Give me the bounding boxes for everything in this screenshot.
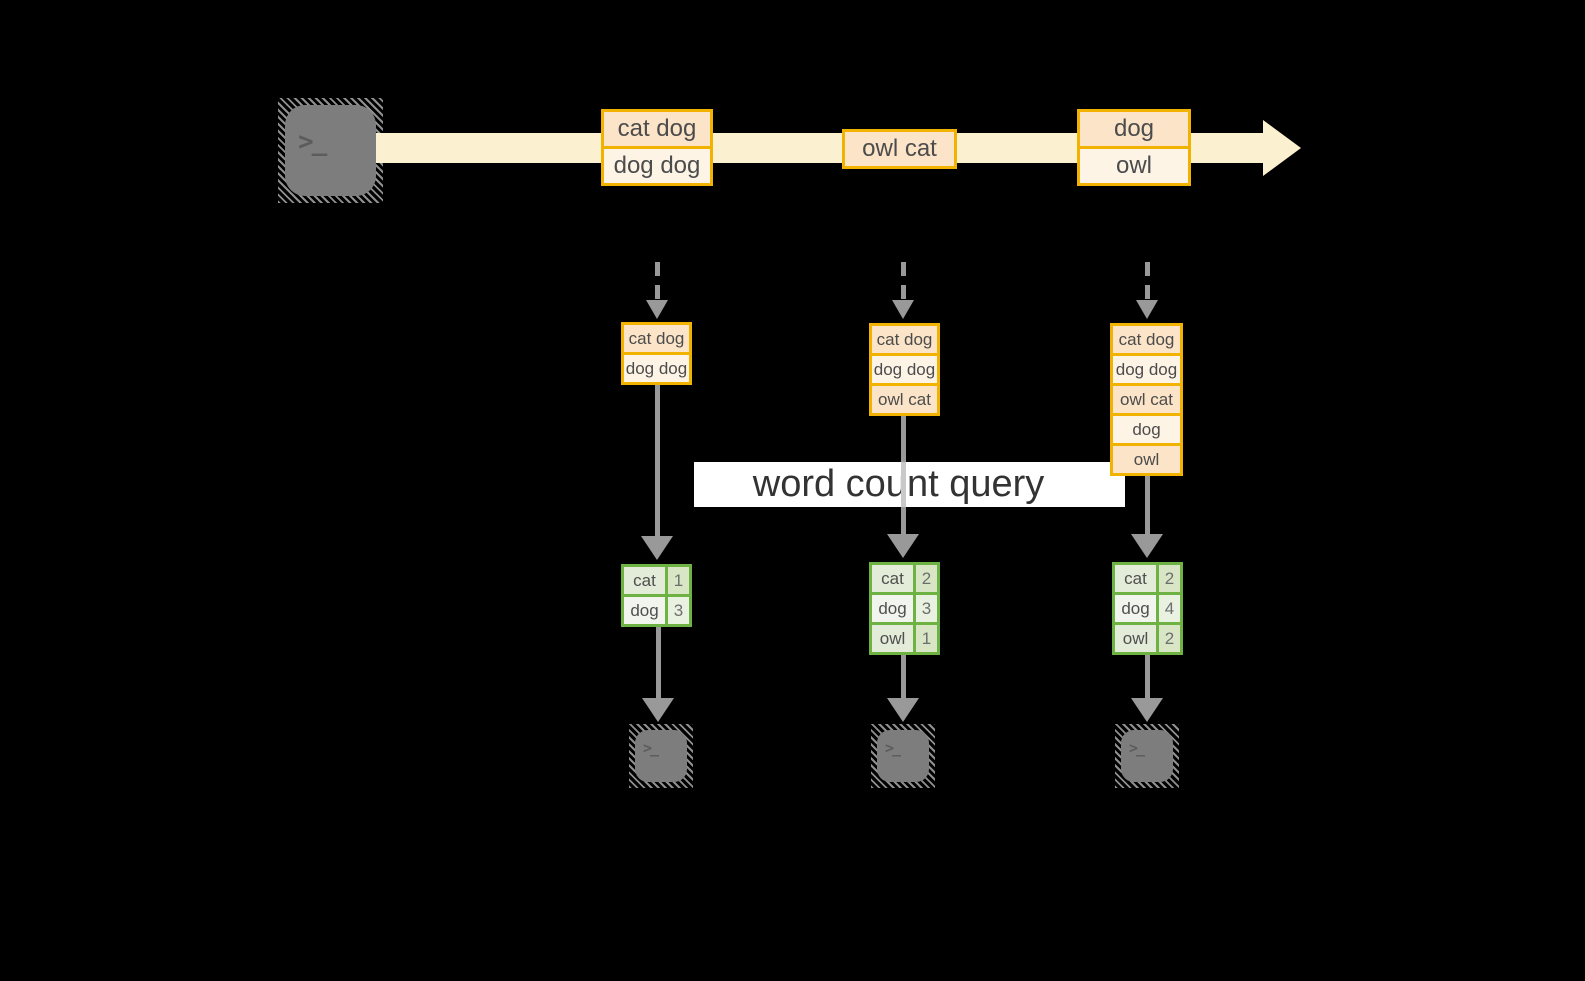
word-cell: dog (869, 592, 916, 625)
output-arrow (901, 655, 906, 698)
dashed-arrow (1145, 262, 1150, 300)
dashed-arrowhead-icon (646, 300, 668, 319)
query-arrowhead-icon (1131, 534, 1163, 558)
terminal-screen: >_ (285, 105, 376, 196)
terminal-prompt-icon: >_ (885, 739, 901, 757)
count-cell: 1 (665, 564, 692, 597)
word-cell: cat (621, 564, 668, 597)
accumulated-records-stack: cat dog dog dog owl cat dog owl (1110, 323, 1183, 476)
input-terminal-icon: >_ (278, 98, 383, 203)
table-row: cat 2 (869, 562, 940, 595)
output-arrowhead-icon (642, 698, 674, 722)
stream-record: owl cat (842, 129, 957, 169)
table-row: dog 4 (1112, 592, 1183, 625)
stream-record: dog (1110, 413, 1183, 446)
count-cell: 2 (1156, 622, 1183, 655)
terminal-screen: >_ (635, 730, 687, 782)
dashed-arrowhead-icon (892, 300, 914, 319)
query-arrow-over-banner (901, 462, 906, 507)
output-arrow (656, 627, 661, 698)
count-cell: 4 (1156, 592, 1183, 625)
stream-event-box: cat dog dog dog (601, 109, 713, 186)
word-cell: owl (869, 622, 916, 655)
word-cell: dog (1112, 592, 1159, 625)
stream-record: cat dog (621, 322, 692, 355)
word-cell: owl (1112, 622, 1159, 655)
output-arrowhead-icon (887, 698, 919, 722)
accumulated-records-stack: cat dog dog dog (621, 322, 692, 385)
output-arrow (1145, 655, 1150, 698)
stream-record: dog dog (621, 352, 692, 385)
dashed-arrow (655, 262, 660, 300)
count-cell: 2 (913, 562, 940, 595)
dashed-arrowhead-icon (1136, 300, 1158, 319)
terminal-prompt-icon: >_ (643, 739, 659, 757)
output-arrowhead-icon (1131, 698, 1163, 722)
stream-record: owl (1110, 443, 1183, 476)
terminal-screen: >_ (1121, 730, 1173, 782)
terminal-screen: >_ (877, 730, 929, 782)
terminal-prompt-icon: >_ (298, 127, 327, 157)
table-row: dog 3 (621, 594, 692, 627)
count-cell: 2 (1156, 562, 1183, 595)
query-arrow (1145, 474, 1150, 534)
stream-record: owl cat (1110, 383, 1183, 416)
stream-record: owl cat (869, 383, 940, 416)
query-arrowhead-icon (641, 536, 673, 560)
terminal-prompt-icon: >_ (1129, 739, 1145, 757)
table-row: owl 1 (869, 622, 940, 655)
word-cell: dog (621, 594, 668, 627)
query-arrowhead-icon (887, 534, 919, 558)
count-cell: 3 (913, 592, 940, 625)
table-row: owl 2 (1112, 622, 1183, 655)
word-cell: cat (869, 562, 916, 595)
word-count-table: cat 2 dog 4 owl 2 (1112, 562, 1183, 655)
output-terminal-icon: >_ (629, 724, 693, 788)
word-count-table: cat 1 dog 3 (621, 564, 692, 627)
count-cell: 1 (913, 622, 940, 655)
word-cell: cat (1112, 562, 1159, 595)
word-count-query-label: word count query (752, 463, 1045, 505)
stream-record: cat dog (1110, 323, 1183, 356)
stream-record: dog dog (1110, 353, 1183, 386)
word-count-table: cat 2 dog 3 owl 1 (869, 562, 940, 655)
word-count-query-banner: word count query (694, 462, 1125, 507)
stream-event-box: dog owl (1077, 109, 1191, 186)
stream-record: cat dog (869, 323, 940, 356)
output-terminal-icon: >_ (1115, 724, 1179, 788)
stream-event-box: owl cat (842, 129, 957, 169)
stream-record: dog dog (601, 146, 713, 186)
table-row: cat 1 (621, 564, 692, 597)
dashed-arrow (901, 262, 906, 300)
query-arrow (655, 383, 660, 536)
table-row: dog 3 (869, 592, 940, 625)
accumulated-records-stack: cat dog dog dog owl cat (869, 323, 940, 416)
stream-timeline-arrowhead-icon (1263, 120, 1301, 176)
stream-record: dog dog (869, 353, 940, 386)
stream-record: owl (1077, 146, 1191, 186)
stream-record: cat dog (601, 109, 713, 149)
table-row: cat 2 (1112, 562, 1183, 595)
stream-record: dog (1077, 109, 1191, 149)
output-terminal-icon: >_ (871, 724, 935, 788)
count-cell: 3 (665, 594, 692, 627)
